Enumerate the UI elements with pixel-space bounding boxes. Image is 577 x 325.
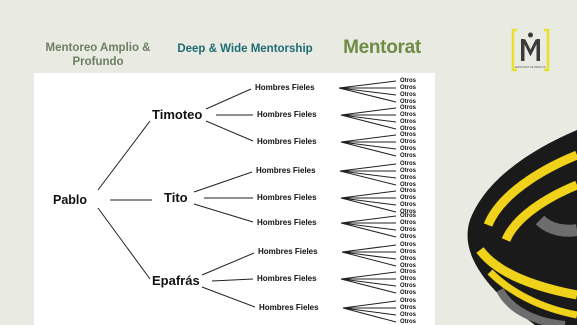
node-leaf-8-1: Otros: [400, 305, 417, 311]
logo-caption: MENTORAT DE IMPACTO: [515, 65, 546, 69]
connector-l1-0: [205, 88, 252, 110]
connector-l1-3: [193, 171, 253, 193]
node-leaf-3-1: Otros: [400, 168, 417, 174]
node-level2-5: Hombres Fieles: [257, 218, 317, 227]
connector-leaf-2-0: [340, 134, 397, 143]
title-english: Deep & Wide Mentorship: [177, 43, 313, 55]
m-monogram-logo: MENTORAT DE IMPACTO: [510, 27, 551, 76]
node-leaf-2-2: Otros: [400, 146, 417, 152]
node-leaf-6-0: Otros: [400, 242, 417, 248]
node-level2-7: Hombres Fieles: [257, 274, 317, 283]
connector-leaf-3-0: [339, 163, 397, 172]
node-leaf-4-3: Otros: [400, 209, 417, 215]
connector-leaf-5-3: [340, 222, 397, 238]
node-leaf-0-2: Otros: [400, 92, 417, 98]
node-leaf-3-2: Otros: [400, 175, 417, 181]
connector-leaf-1-2: [340, 114, 397, 123]
node-leaf-0-3: Otros: [400, 99, 417, 105]
node-leaf-2-3: Otros: [400, 153, 417, 159]
connector-l1-5: [193, 203, 254, 223]
connector-leaf-7-2: [340, 278, 397, 287]
node-leaf-5-1: Otros: [400, 220, 417, 226]
node-leaf-0-0: Otros: [400, 78, 417, 84]
connector-leaf-3-2: [339, 170, 397, 179]
connector-leaf-7-3: [340, 278, 397, 294]
connector-l1-6: [201, 252, 255, 276]
node-leaf-0-1: Otros: [400, 85, 417, 91]
connector-root-0: [97, 120, 151, 191]
node-leaf-5-0: Otros: [400, 213, 417, 219]
connector-l1-7: [211, 278, 254, 282]
connector-leaf-4-0: [340, 190, 397, 199]
connector-leaf-5-2: [340, 222, 397, 231]
connector-leaf-0-3: [338, 87, 397, 103]
node-level1-1: Tito: [164, 190, 188, 205]
connector-root-2: [97, 207, 151, 280]
node-level1-2: Epafrás: [152, 273, 200, 288]
node-leaf-6-2: Otros: [400, 256, 417, 262]
node-leaf-4-0: Otros: [400, 188, 417, 194]
node-level2-0: Hombres Fieles: [255, 83, 315, 92]
node-leaf-6-1: Otros: [400, 249, 417, 255]
connector-leaf-3-3: [339, 170, 397, 186]
connector-leaf-7-0: [340, 271, 397, 280]
decorative-stripes: [467, 130, 577, 325]
node-leaf-5-3: Otros: [400, 234, 417, 240]
node-leaf-1-1: Otros: [400, 112, 417, 118]
node-level1-0: Timoteo: [152, 107, 203, 122]
node-level2-4: Hombres Fieles: [257, 193, 317, 202]
node-leaf-2-1: Otros: [400, 139, 417, 145]
node-leaf-7-2: Otros: [400, 283, 417, 289]
node-level2-3: Hombres Fieles: [256, 166, 316, 175]
node-root: Pablo: [53, 193, 88, 207]
connector-leaf-5-0: [340, 215, 397, 224]
node-leaf-4-2: Otros: [400, 202, 417, 208]
node-leaf-7-0: Otros: [400, 269, 417, 275]
node-leaf-7-1: Otros: [400, 276, 417, 282]
connector-l1-2: [205, 120, 254, 142]
node-leaf-6-3: Otros: [400, 263, 417, 269]
node-leaf-8-3: Otros: [400, 319, 417, 325]
node-leaf-1-0: Otros: [400, 105, 417, 111]
node-leaf-3-0: Otros: [400, 161, 417, 167]
connector-leaf-0-2: [338, 87, 397, 96]
node-leaf-7-3: Otros: [400, 290, 417, 296]
node-leaf-1-2: Otros: [400, 119, 417, 125]
connector-leaf-1-0: [340, 107, 397, 116]
node-leaf-3-3: Otros: [400, 182, 417, 188]
connector-leaf-4-2: [340, 197, 397, 206]
node-leaf-1-3: Otros: [400, 126, 417, 132]
connector-leaf-2-2: [340, 141, 397, 150]
connector-leaf-6-3: [341, 251, 397, 267]
connector-leaf-6-2: [341, 251, 397, 260]
connector-leaf-8-0: [342, 300, 397, 309]
node-leaf-5-2: Otros: [400, 227, 417, 233]
node-leaf-8-2: Otros: [400, 312, 417, 318]
node-leaf-4-1: Otros: [400, 195, 417, 201]
node-level2-2: Hombres Fieles: [257, 137, 317, 146]
connector-l1-8: [201, 286, 256, 308]
connector-leaf-8-2: [342, 307, 397, 316]
connector-leaf-1-3: [340, 114, 397, 130]
node-leaf-2-0: Otros: [400, 132, 417, 138]
connector-leaf-8-3: [342, 307, 397, 323]
brand-name: Mentorat: [343, 37, 421, 58]
tree-connectors: [97, 80, 397, 323]
node-level2-1: Hombres Fieles: [257, 110, 317, 119]
connector-leaf-4-3: [340, 197, 397, 213]
title-spanish: Mentoreo Amplio & Profundo: [45, 42, 151, 68]
connector-leaf-6-0: [341, 244, 397, 253]
node-leaf-8-0: Otros: [400, 298, 417, 304]
connector-leaf-0-0: [338, 80, 397, 89]
node-level2-8: Hombres Fieles: [259, 303, 319, 312]
node-level2-6: Hombres Fieles: [258, 247, 318, 256]
connector-leaf-2-3: [340, 141, 397, 157]
